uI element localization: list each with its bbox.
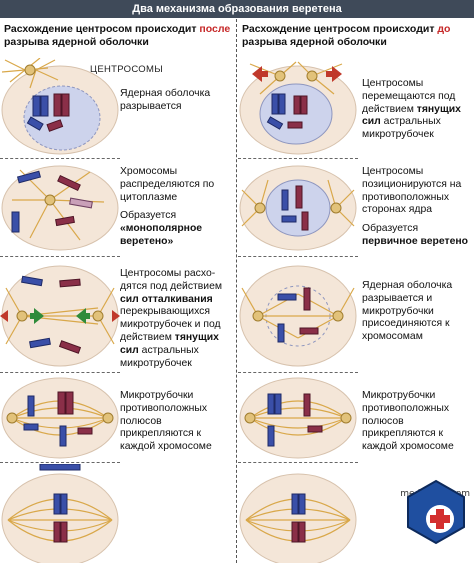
right-step-1-t1: Центросомы перемещаются под действием (362, 78, 456, 115)
left-step-3-t3: астральных микротрубочек (120, 344, 199, 369)
column-separator (236, 19, 237, 563)
left-step-3-b2: тянущих сил (120, 331, 219, 356)
right-step-4-line: Микротрубочки противоположных полюсов пр… (362, 390, 454, 453)
right-step-4-text: Микротрубочки противоположных полюсов пр… (362, 390, 474, 460)
centrosomes-label: ЦЕНТРОСОМЫ (90, 64, 163, 75)
row-divider (0, 256, 120, 257)
right-step-1-b1: тянущих сил (362, 103, 461, 128)
left-step-3-t2: перекрывающихся микротрубочек и под дейс… (120, 306, 221, 343)
right-step-2-line: Центросомы позиционируются на противопол… (362, 166, 462, 216)
row-divider (238, 462, 358, 463)
left-step-3-t1: Центросомы расхо-дятся под действием (120, 268, 223, 292)
left-header-highlight: после (199, 23, 231, 35)
left-step-1-text: Ядерная оболочка разрывается (120, 88, 232, 120)
right-step-2-line-b: Образуется первичное веретено (362, 223, 474, 249)
row-divider (0, 372, 120, 373)
cell-left-3 (0, 265, 120, 367)
right-step-2-text: Центросомы позиционируются на противопол… (362, 166, 474, 255)
left-header-text-end: разрыва ядерной оболочки (4, 36, 149, 48)
row-divider (238, 256, 358, 257)
left-step-2-line-b: Образуется «монополярное веретено» (120, 210, 232, 248)
cell-right-5 (239, 473, 357, 563)
left-step-3-b1: сил отталкивания (120, 293, 213, 305)
right-step-1-t2: астральных микротрубочек (362, 116, 441, 141)
left-column-header: Расхождение центросом происходит после р… (0, 19, 236, 57)
left-step-1-line: Ядерная оболочка разрывается (120, 88, 211, 112)
row-divider (238, 372, 358, 373)
left-header-text: Расхождение центросом происходит (4, 23, 200, 35)
left-step-3-line: Центросомы расхо-дятся под действием сил… (120, 268, 234, 370)
left-step-4-text: Микротрубочки противоположных полюсов пр… (120, 390, 234, 460)
right-step-3-line: Ядерная оболочка разрывается и микротруб… (362, 280, 453, 343)
left-step-2-bold: «монополярное веретено» (120, 223, 203, 247)
cell-right-2 (239, 165, 357, 251)
row-divider (0, 158, 120, 159)
left-step-4-line: Микротрубочки противоположных полюсов пр… (120, 390, 212, 453)
right-step-2-bold: первичное веретено (362, 235, 469, 247)
cell-right-1 (239, 61, 357, 155)
figure-title: Два механизма образования веретена (0, 0, 474, 18)
right-header-highlight: до (437, 23, 451, 35)
cell-left-4 (1, 377, 119, 459)
cell-left-5 (1, 464, 119, 563)
left-step-2-text: Хромосомы распределяются по цитоплазме О… (120, 166, 232, 255)
right-step-2-prefix: Образуется (362, 223, 419, 235)
left-step-2-line: Хромосомы распределяются по цитоплазме (120, 166, 215, 203)
cell-left-1 (1, 58, 119, 155)
cell-left-2 (1, 165, 119, 251)
right-header-text-end: разрыва ядерной оболочки (242, 36, 387, 48)
cell-right-3 (239, 265, 357, 367)
right-step-1-line: Центросомы перемещаются под действием тя… (362, 78, 474, 142)
right-header-text: Расхождение центросом происходит (242, 23, 438, 35)
row-divider (0, 462, 120, 463)
right-column-header: Расхождение центросом происходит до разр… (238, 19, 474, 57)
right-step-1-text: Центросомы перемещаются под действием тя… (362, 78, 474, 148)
medical-cross-logo-icon (407, 479, 465, 545)
left-step-2-prefix: Образуется (120, 210, 177, 222)
cell-right-4 (239, 377, 357, 459)
right-step-3-text: Ядерная оболочка разрывается и микротруб… (362, 280, 474, 350)
left-step-3-text: Центросомы расхо-дятся под действием сил… (120, 268, 234, 376)
row-divider (238, 158, 358, 159)
